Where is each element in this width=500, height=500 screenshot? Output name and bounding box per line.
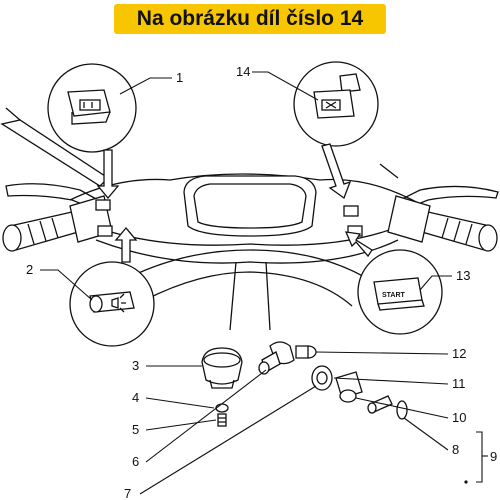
part-5-screw [217, 413, 227, 427]
handlebar-cover [69, 173, 421, 331]
callout-7: 7 [124, 486, 131, 500]
callout-2: 2 [26, 262, 33, 277]
start-switch-label: START [382, 292, 406, 299]
callout-5: 5 [132, 422, 139, 437]
inset-part-2 [69, 261, 155, 347]
callout-6: 6 [132, 454, 139, 469]
title-banner: Na obrázku díl číslo 14 [114, 4, 386, 34]
callout-arrows [96, 143, 373, 263]
leader-lines [40, 71, 488, 495]
part-10-sleeve [335, 371, 363, 403]
callout-8: 8 [452, 442, 459, 457]
callout-10: 10 [452, 410, 466, 425]
callout-11: 11 [452, 376, 466, 391]
callout-14: 14 [236, 64, 250, 79]
callout-9: 9 [490, 449, 497, 464]
part-12-bulb [295, 345, 317, 359]
callout-12: 12 [452, 346, 466, 361]
part-11-ring [311, 365, 333, 391]
right-switch-slot [343, 205, 359, 217]
callout-1: 1 [176, 70, 183, 85]
inset-part-13: START [357, 249, 443, 335]
banner-text: Na obrázku díl číslo 14 [136, 7, 364, 30]
inset-part-14 [293, 61, 379, 147]
right-grip [379, 163, 499, 252]
left-switch-slot-lower [97, 225, 113, 237]
part-4-washer [215, 403, 229, 413]
part-3-bulb-socket [201, 347, 243, 389]
part-6-cable-bulb [258, 341, 295, 375]
callout-3: 3 [132, 358, 139, 373]
left-switch-slot [95, 199, 111, 211]
callout-4: 4 [132, 390, 139, 405]
part-9-washer [396, 400, 408, 420]
callout-13: 13 [456, 268, 470, 283]
part-8-pin [367, 395, 393, 414]
inset-part-1 [47, 63, 137, 153]
